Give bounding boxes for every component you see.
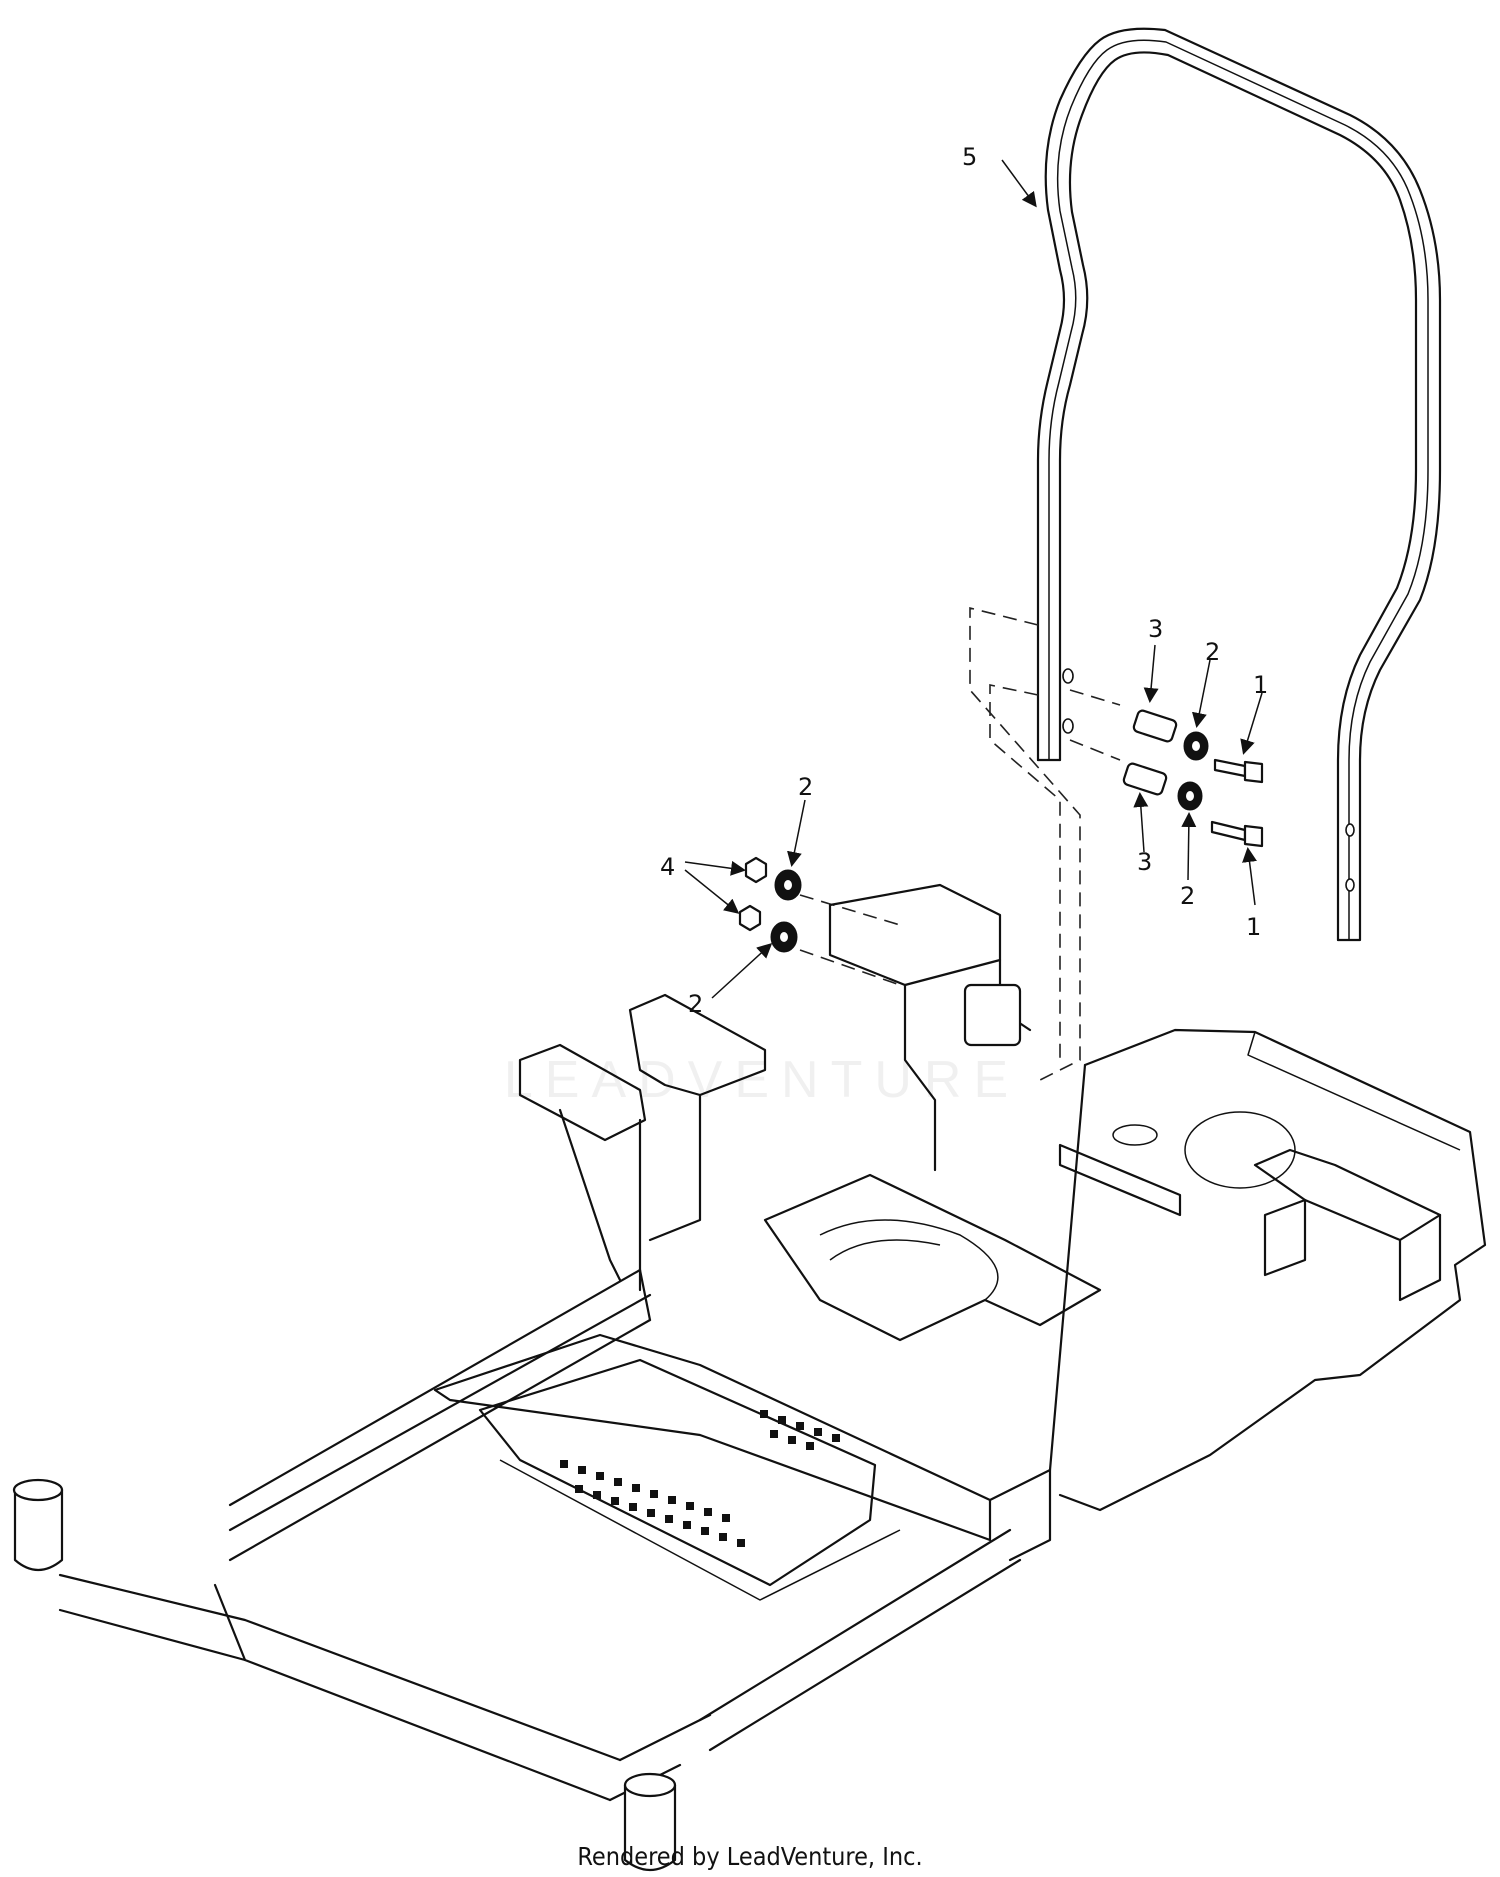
nut-4-top [744,856,768,884]
caster-cup-right [623,1772,677,1872]
leader-lines [684,159,1263,999]
washer-2-bottom [1177,781,1203,811]
callout-2-bottom: 2 [1180,882,1195,910]
callout-4: 4 [660,853,675,881]
roll-bar [1036,27,1442,942]
footer-credit: Rendered by LeadVenture, Inc. [577,1842,923,1871]
callout-1-top: 1 [1253,671,1268,699]
washer-2-left-bottom [770,921,798,953]
nut-4-bottom [738,904,762,932]
caster-cup-left [12,1478,64,1572]
callout-2-left-bottom: 2 [688,990,703,1018]
watermark-logo: LEADVENTURE [503,1051,1021,1109]
callout-5: 5 [962,143,977,171]
bolt-1-bottom [1210,820,1264,848]
spacer-3-bottom [1122,762,1168,796]
callout-2-top: 2 [1205,638,1220,666]
alignment-lines [799,606,1121,1081]
vent-holes [560,1410,840,1547]
spacer-3-top [1132,709,1178,743]
callout-2-left-top: 2 [798,773,813,801]
callout-3-bottom: 3 [1137,848,1152,876]
callout-1-bottom: 1 [1246,913,1261,941]
callout-labels: 5 3 2 1 3 2 1 2 4 2 [660,143,1268,1018]
chassis-frame [12,883,1487,1872]
callout-3-top: 3 [1148,615,1163,643]
bolt-1-top [1213,758,1264,784]
washer-2-left-top [774,869,802,901]
washer-2-top [1183,731,1209,761]
